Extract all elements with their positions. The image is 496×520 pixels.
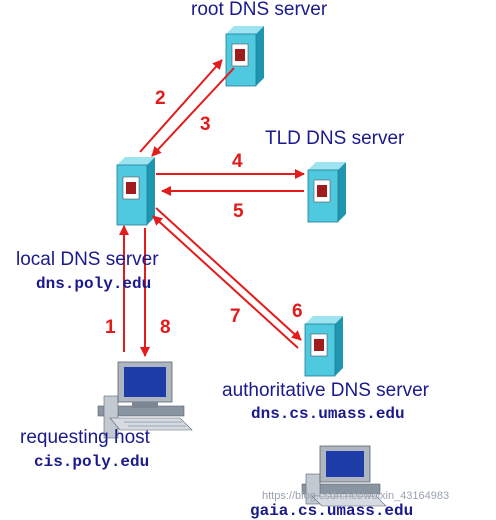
authoritative-server-title: authoritative DNS server: [222, 380, 429, 401]
arrow-step-6: [155, 207, 302, 341]
watermark: https://blog.csdn.net/weixin_43164983: [262, 490, 450, 502]
step-label-5: 5: [233, 201, 244, 222]
arrow-step-3: [151, 67, 235, 157]
local-server-host: dns.poly.edu: [36, 275, 152, 293]
step-label-3: 3: [200, 114, 211, 135]
step-label-8: 8: [160, 317, 171, 338]
root-server-title: root DNS server: [191, 0, 328, 20]
root-server-icon: [225, 26, 264, 87]
step-label-4: 4: [232, 151, 243, 172]
step-label-6: 6: [292, 301, 303, 322]
requesting-host-name: cis.poly.edu: [34, 453, 150, 471]
tld-server-icon: [307, 162, 346, 223]
tld-server-title: TLD DNS server: [265, 128, 405, 149]
step-label-2: 2: [155, 88, 166, 109]
target-host-computer-icon: [301, 445, 387, 507]
authoritative-server-icon: [304, 316, 343, 377]
requesting-host-title: requesting host: [20, 427, 150, 448]
local-server-title: local DNS server: [16, 249, 159, 270]
step-label-1: 1: [105, 317, 116, 338]
step-label-7: 7: [230, 306, 241, 327]
arrow-step-7: [152, 215, 299, 349]
requesting-host-computer-icon: [97, 361, 193, 439]
local-server-icon: [116, 157, 155, 226]
target-host-name: gaia.cs.umass.edu: [250, 502, 414, 520]
authoritative-server-host: dns.cs.umass.edu: [251, 405, 405, 423]
arrow-step-2: [139, 59, 223, 153]
